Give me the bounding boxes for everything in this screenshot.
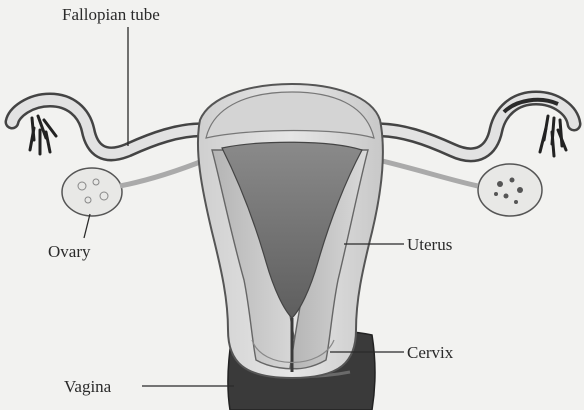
label-vagina: Vagina [64,377,112,396]
right-ovary [478,164,542,216]
label-fallopian-tube: Fallopian tube [62,5,160,24]
label-cervix: Cervix [407,343,454,362]
label-uterus: Uterus [407,235,452,254]
label-ovary: Ovary [48,242,91,261]
left-ovary [62,168,122,216]
